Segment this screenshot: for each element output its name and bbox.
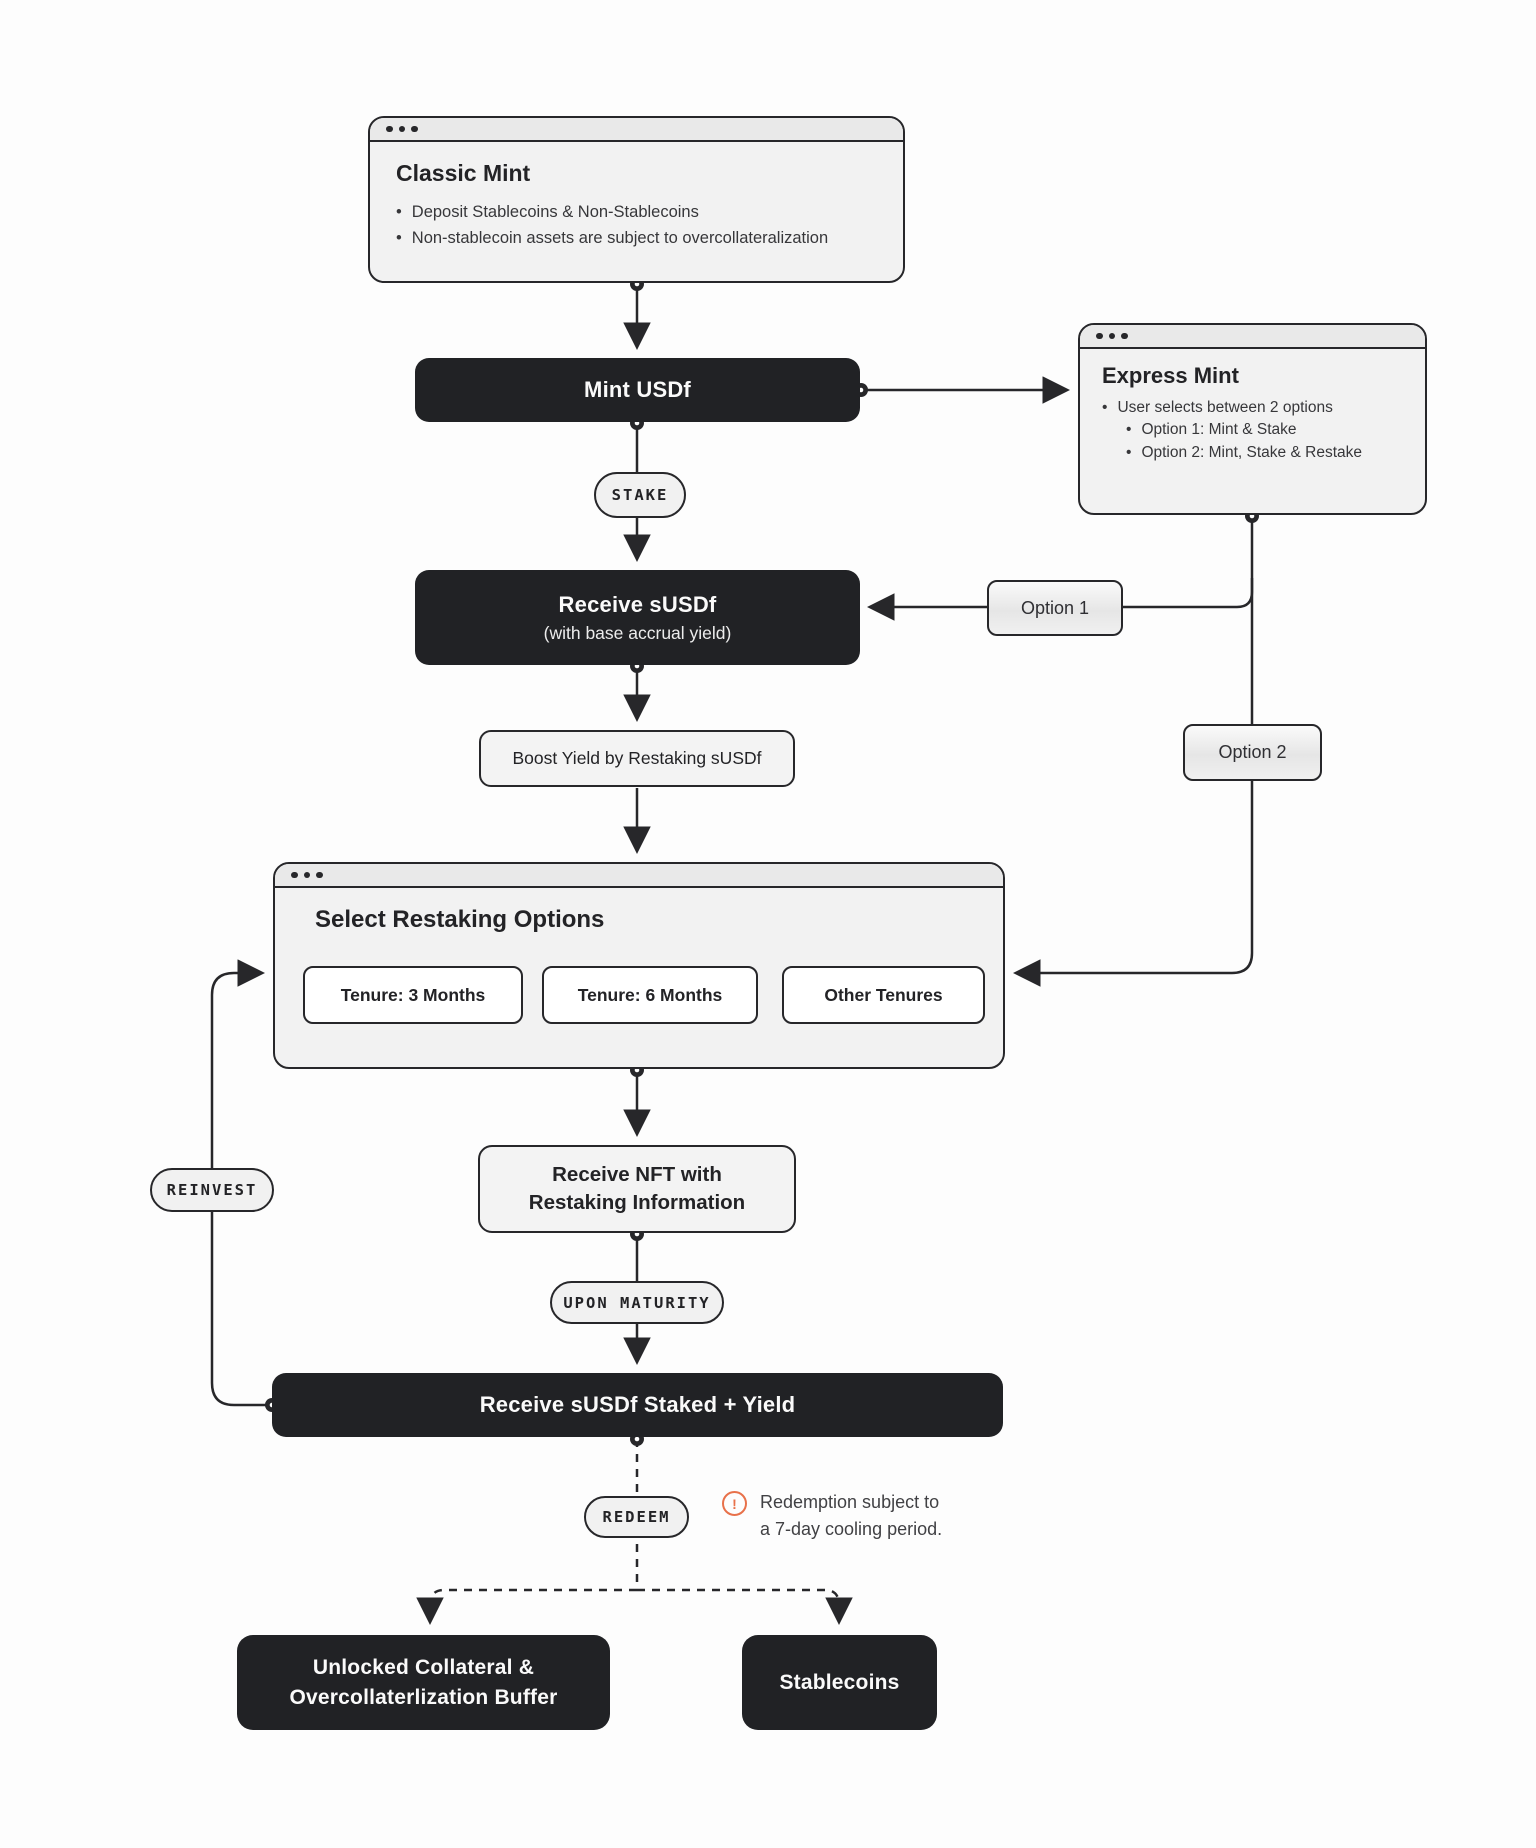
reinvest-pill: REINVEST [150, 1168, 274, 1212]
window-dot-icon [1096, 332, 1103, 340]
express-mint-title: Express Mint [1102, 363, 1239, 388]
classic-mint-bullet: • Deposit Stablecoins & Non-Stablecoins [396, 199, 877, 225]
classic-mint-bullet-text: Deposit Stablecoins & Non-Stablecoins [411, 203, 699, 221]
boost-yield-label: Boost Yield by Restaking sUSDf [512, 748, 762, 768]
window-controls [370, 118, 903, 142]
express-mint-option1-text: Option 1: Mint & Stake [1141, 421, 1297, 439]
unlocked-collateral-node[interactable]: Unlocked Collateral & Overcollaterlizati… [237, 1635, 610, 1730]
unlocked-collateral-line2: Overcollaterlization Buffer [289, 1685, 558, 1709]
unlocked-collateral-line1: Unlocked Collateral & [312, 1656, 535, 1680]
express-mint-sub-bullet: • Option 1: Mint & Stake [1126, 419, 1407, 441]
receive-staked-node[interactable]: Receive sUSDf Staked + Yield [272, 1373, 1003, 1437]
bullet-icon: • [1126, 443, 1132, 461]
window-dot-icon [411, 125, 418, 133]
classic-mint-bullet-text: Non-stablecoin assets are subject to ove… [411, 229, 829, 248]
receive-nft-line1: Receive NFT with [552, 1163, 722, 1187]
receive-susdf-title: Receive sUSDf [558, 591, 717, 617]
receive-susdf-subtitle: (with base accrual yield) [543, 622, 732, 643]
edge-redeem-to-stablecoins [637, 1588, 853, 1625]
tenure-6-months-button[interactable]: Tenure: 6 Months [542, 966, 758, 1024]
stablecoins-node[interactable]: Stablecoins [742, 1635, 937, 1730]
stake-pill: STAKE [594, 472, 686, 518]
window-dot-icon [1121, 332, 1128, 340]
edge-option1-to-receivesusdf [867, 578, 1254, 621]
warning-line2: a 7-day cooling period. [760, 1519, 943, 1539]
mint-usdf-node[interactable]: Mint USDf [415, 358, 860, 422]
option2-label: Option 2 [1218, 742, 1287, 762]
select-restaking-title: Select Restaking Options [315, 906, 605, 933]
option2-node: Option 2 [1183, 724, 1322, 781]
express-mint-bullet-text: User selects between 2 options [1117, 399, 1333, 416]
express-mint-window: Express Mint • User selects between 2 op… [1078, 323, 1427, 515]
window-dot-icon [316, 871, 323, 879]
receive-nft-line2: Restaking Information [528, 1191, 746, 1214]
classic-mint-window: Classic Mint • Deposit Stablecoins & Non… [368, 116, 905, 283]
option1-label: Option 1 [1020, 597, 1090, 618]
receive-nft-node[interactable]: Receive NFT with Restaking Information [478, 1145, 796, 1233]
bullet-icon: • [396, 203, 402, 221]
tenure-3-months-label: Tenure: 3 Months [340, 984, 486, 1005]
bullet-icon: • [396, 229, 402, 248]
window-dot-icon [291, 871, 298, 879]
express-mint-bullet: • User selects between 2 options [1102, 397, 1407, 419]
redeem-pill: REDEEM [584, 1496, 689, 1538]
exclamation-circle-icon: ! [722, 1491, 747, 1516]
window-dot-icon [303, 871, 310, 879]
warning-line1: Redemption subject to [760, 1492, 940, 1512]
bullet-icon: • [1102, 399, 1108, 416]
window-dot-icon [1108, 332, 1115, 340]
bullet-icon: • [1126, 421, 1132, 439]
mint-usdf-label: Mint USDf [584, 377, 691, 402]
edge-redeem-to-collateral [416, 1588, 637, 1625]
boost-yield-node[interactable]: Boost Yield by Restaking sUSDf [479, 730, 795, 787]
tenure-3-months-button[interactable]: Tenure: 3 Months [303, 966, 523, 1024]
reinvest-pill-label: REINVEST [166, 1181, 258, 1199]
receive-susdf-node[interactable]: Receive sUSDf (with base accrual yield) [415, 570, 860, 665]
classic-mint-title: Classic Mint [396, 160, 531, 186]
window-controls [1080, 325, 1425, 349]
classic-mint-bullet: • Non-stablecoin assets are subject to o… [396, 225, 877, 251]
tenure-6-months-label: Tenure: 6 Months [577, 984, 723, 1005]
upon-maturity-pill: UPON MATURITY [550, 1281, 724, 1324]
redemption-warning: ! Redemption subject to a 7-day cooling … [722, 1489, 942, 1543]
upon-maturity-pill-label: UPON MATURITY [563, 1293, 711, 1312]
receive-staked-label: Receive sUSDf Staked + Yield [479, 1392, 796, 1417]
edge-option2-to-selectrestaking [1013, 781, 1254, 987]
stablecoins-label: Stablecoins [779, 1670, 900, 1694]
select-restaking-window: Select Restaking Options [273, 862, 1005, 1069]
window-controls [275, 864, 1003, 888]
other-tenures-label: Other Tenures [824, 984, 943, 1005]
window-dot-icon [386, 125, 393, 133]
express-mint-option2-text: Option 2: Mint, Stake & Restake [1141, 443, 1362, 461]
option1-node: Option 1 [987, 580, 1123, 636]
redeem-pill-label: REDEEM [602, 1508, 671, 1526]
express-mint-sub-bullet: • Option 2: Mint, Stake & Restake [1126, 442, 1407, 464]
other-tenures-button[interactable]: Other Tenures [782, 966, 985, 1024]
stake-pill-label: STAKE [611, 486, 669, 504]
window-dot-icon [398, 125, 405, 133]
